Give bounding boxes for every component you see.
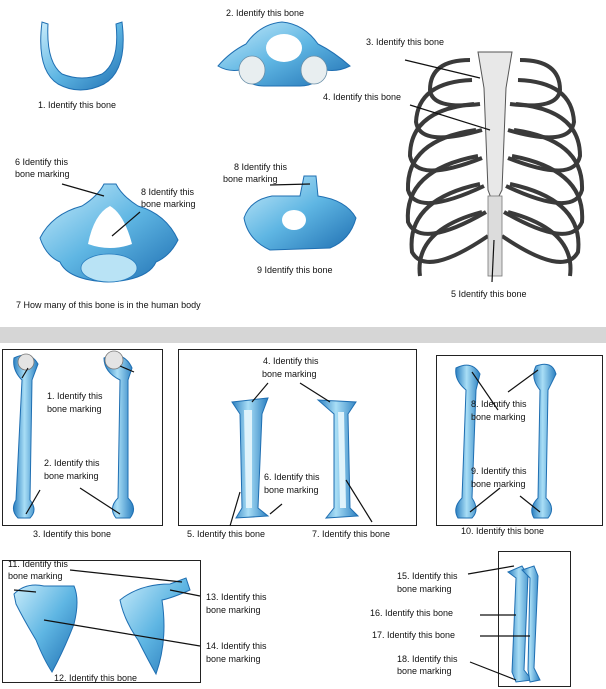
label-r16: 16. Identify this bone	[370, 608, 454, 618]
label-h2-line1: 2. Identify this	[44, 458, 100, 468]
label-q9: 9 Identify this bone	[257, 265, 333, 275]
label-s11-line1: 11. Identify this	[8, 559, 68, 569]
label-r15-line1: 15. Identify this	[397, 571, 458, 581]
label-h3: 3. Identify this bone	[33, 529, 112, 539]
label-q2: 2. Identify this bone	[226, 8, 305, 18]
atlas-vertebra-image	[217, 21, 351, 87]
label-r18-line1: 18. Identify this	[397, 654, 458, 664]
label-q4: 4. Identify this bone	[323, 92, 402, 102]
label-q8b-line1: 8 Identify this	[141, 187, 195, 197]
label-r18-line2: bone marking	[397, 666, 452, 676]
humerus-image	[12, 350, 134, 519]
label-q8a-line1: 8 Identify this	[234, 162, 288, 172]
label-t7: 7. Identify this bone	[312, 529, 391, 539]
label-s12: 12. Identify this bone	[54, 673, 138, 683]
axis-vertebra-image	[243, 175, 357, 251]
label-q8b-line2: bone marking	[141, 199, 196, 209]
label-h1-line1: 1. Identify this	[47, 391, 103, 401]
label-f8-line1: 8. Identify this	[471, 399, 527, 409]
label-q1: 1. Identify this bone	[38, 100, 117, 110]
label-q3: 3. Identify this bone	[366, 37, 445, 47]
rib-cage-image	[405, 58, 585, 277]
label-f10: 10. Identify this bone	[461, 526, 545, 536]
femur-image	[455, 363, 557, 519]
sternum-image	[477, 51, 513, 277]
label-f9-line2: bone marking	[471, 479, 526, 489]
label-s13-line1: 13. Identify this	[206, 592, 267, 602]
hyoid-bone-image	[40, 21, 124, 91]
label-q7: 7 How many of this bone is in the human …	[16, 300, 201, 310]
label-q5: 5 Identify this bone	[451, 289, 527, 299]
radius-ulna-image	[507, 565, 541, 683]
label-t4-line1: 4. Identify this	[263, 356, 319, 366]
label-q8a-line2: bone marking	[223, 174, 278, 184]
label-s14-line2: bone marking	[206, 654, 261, 664]
tibia-fibula-image	[231, 397, 360, 519]
label-t4-line2: bone marking	[262, 369, 317, 379]
label-s11-line2: bone marking	[8, 571, 63, 581]
label-h2-line2: bone marking	[44, 471, 99, 481]
label-t6-line2: bone marking	[264, 485, 319, 495]
label-h1-line2: bone marking	[47, 404, 102, 414]
label-s13-line2: bone marking	[206, 605, 261, 615]
label-r17: 17. Identify this bone	[372, 630, 456, 640]
label-f8-line2: bone marking	[471, 412, 526, 422]
label-t6-line1: 6. Identify this	[264, 472, 320, 482]
cervical-vertebra-image	[39, 183, 179, 283]
label-s14-line1: 14. Identify this	[206, 641, 267, 651]
label-r15-line2: bone marking	[397, 584, 452, 594]
leader-lines	[13, 59, 541, 681]
label-f9-line1: 9. Identify this	[471, 466, 527, 476]
label-q6-line2: bone marking	[15, 169, 70, 179]
label-q6-line1: 6 Identify this	[15, 157, 69, 167]
label-t5: 5. Identify this bone	[187, 529, 266, 539]
scapula-image	[13, 577, 191, 676]
